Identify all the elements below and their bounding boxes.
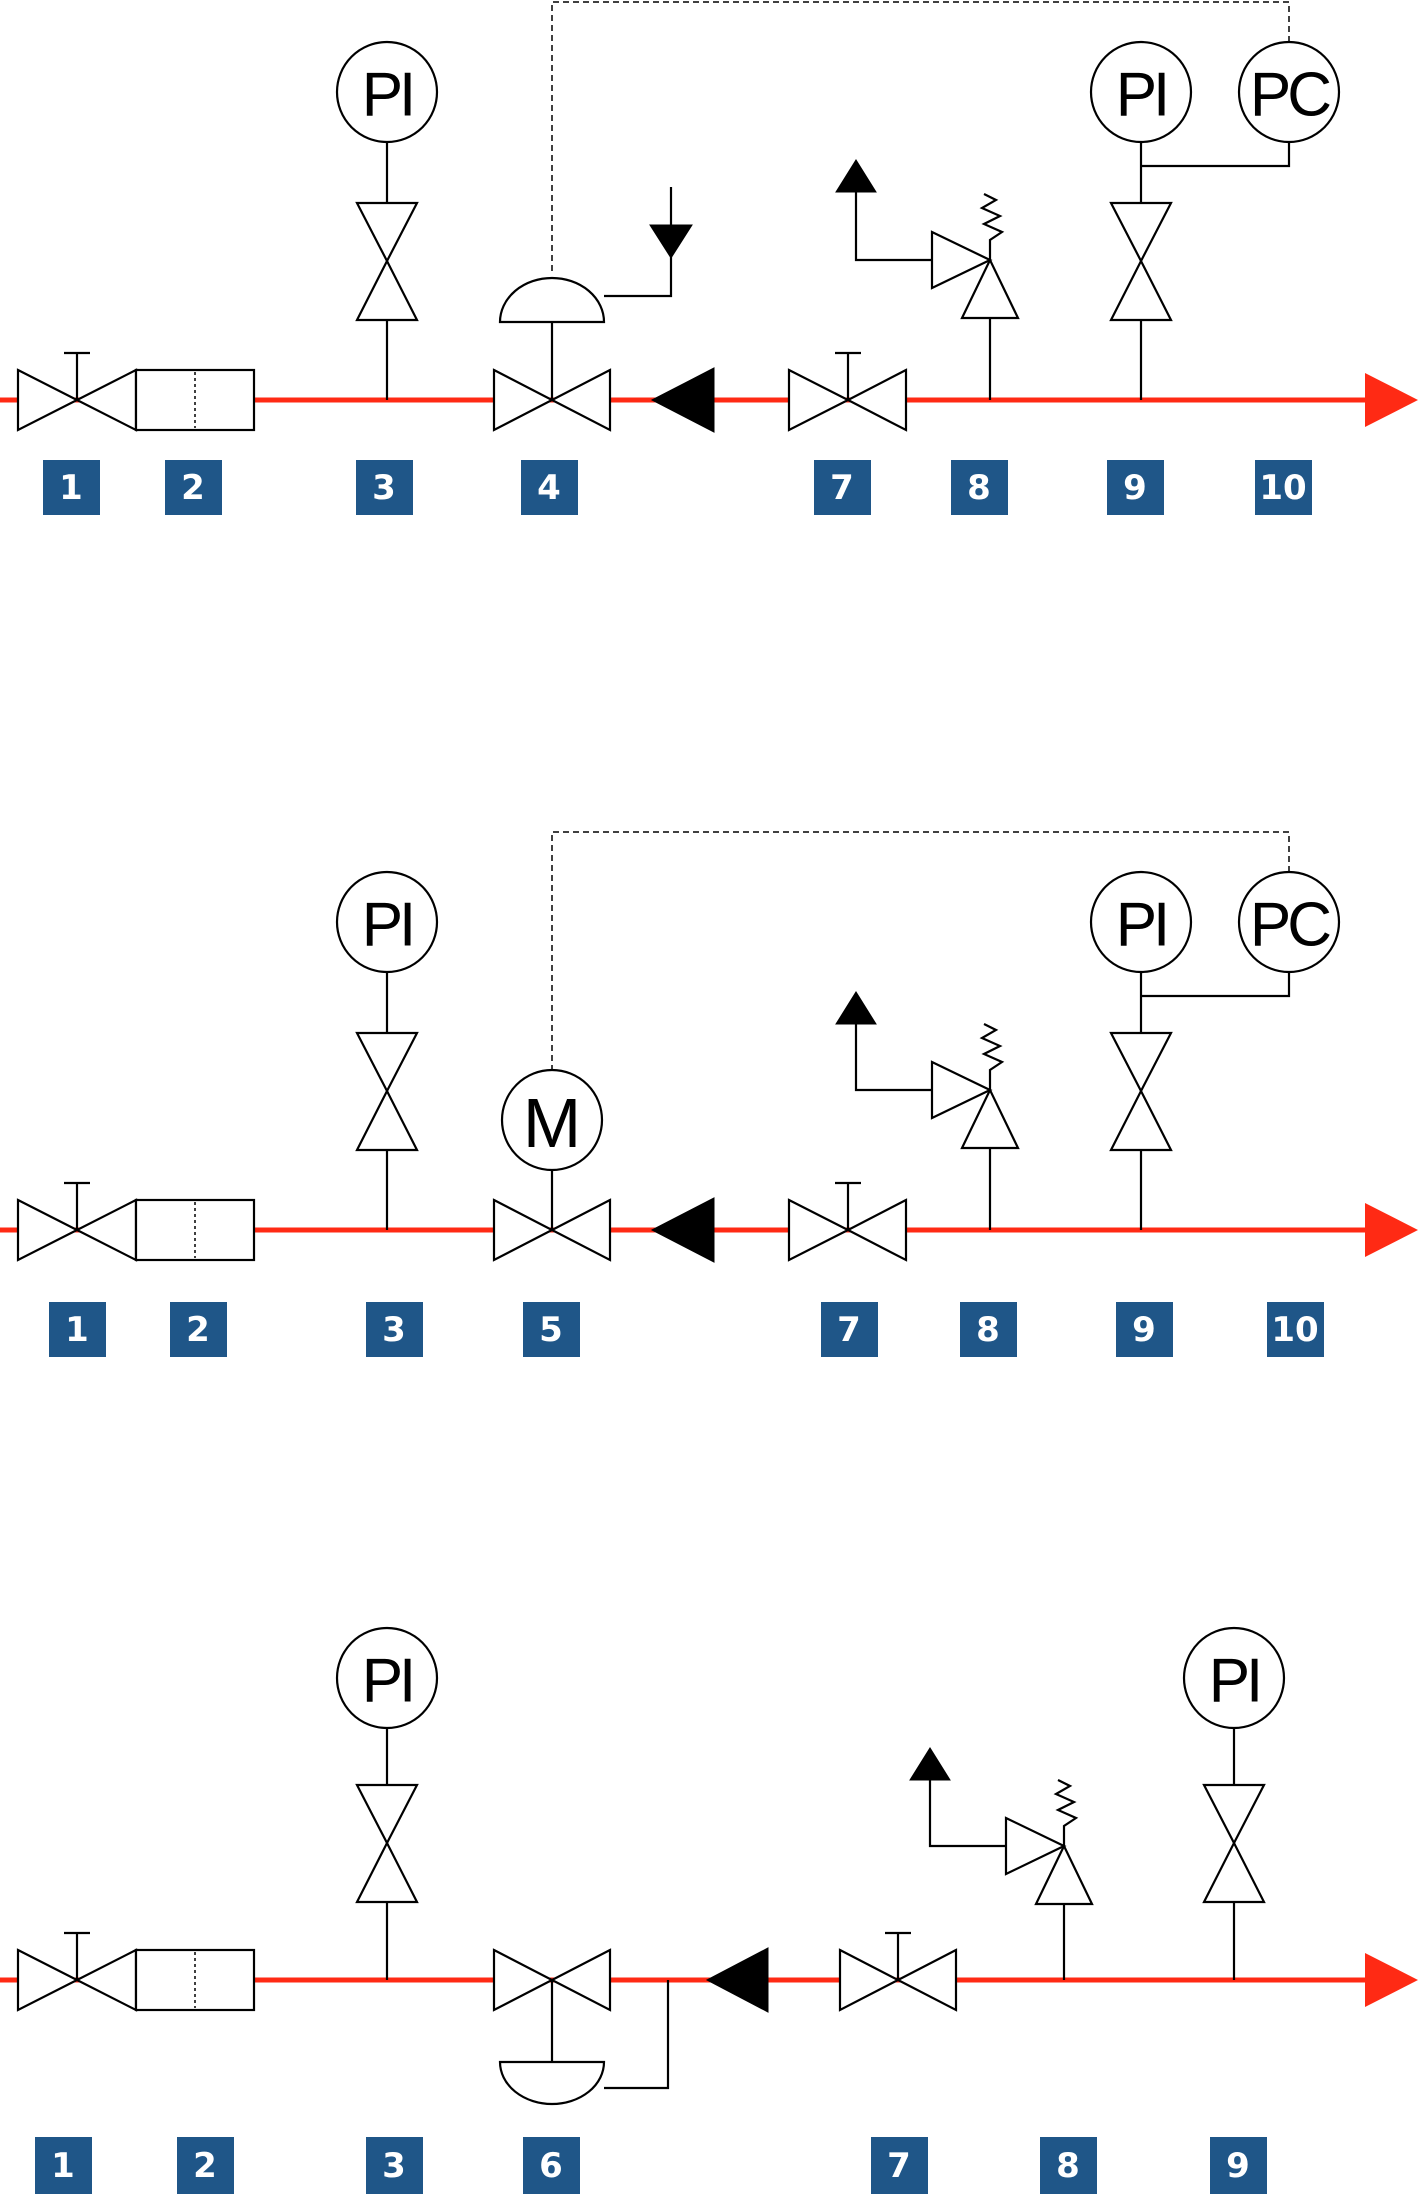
badge-label: 8 xyxy=(976,1310,1000,1350)
pressure-gauge-branch-3: PI xyxy=(335,40,439,400)
pressure-indicator-label: PI xyxy=(1116,61,1167,130)
badge-label: 1 xyxy=(51,2146,75,2186)
pressure-controller-10: PC xyxy=(551,831,1341,1070)
badge-label: 3 xyxy=(382,2146,406,2186)
pressure-gauge-branch-3: PI xyxy=(335,870,439,1230)
badge-row-1: 1 2 3 4 7 8 9 10 xyxy=(43,460,1312,515)
pressure-controller-10: PC xyxy=(551,1,1341,274)
pressure-controller-label: PC xyxy=(1250,61,1330,130)
diaphragm-control-valve-4 xyxy=(492,187,693,432)
spring-icon xyxy=(979,1023,1005,1090)
badge-label: 6 xyxy=(539,2146,563,2186)
check-valve-icon xyxy=(650,1197,715,1263)
pressure-indicator-label: PI xyxy=(1209,1647,1260,1716)
check-valve-icon xyxy=(705,1947,769,2013)
pressure-gauge-branch-9: PI xyxy=(1182,1626,1286,1980)
badge-label: 3 xyxy=(382,1310,406,1350)
flow-arrow-icon xyxy=(1365,1203,1418,1257)
badge-label: 7 xyxy=(837,1310,861,1350)
manual-valve-7 xyxy=(787,1181,908,1262)
spring-icon xyxy=(1053,1779,1079,1846)
badge-label: 5 xyxy=(539,1310,563,1350)
pressure-gauge-branch-9: PI xyxy=(1089,40,1291,400)
badge-label: 2 xyxy=(181,468,205,508)
self-operated-regulator-6 xyxy=(492,1948,670,2106)
badge-label: 1 xyxy=(65,1310,89,1350)
signal-arrow-icon xyxy=(649,224,693,259)
manual-valve-1 xyxy=(16,1931,138,2012)
badge-label: 7 xyxy=(830,468,854,508)
badge-label: 1 xyxy=(59,468,83,508)
flow-arrow-icon xyxy=(1365,1953,1418,2007)
badge-row-2: 1 2 3 5 7 8 9 10 xyxy=(49,1302,1324,1357)
manual-valve-7 xyxy=(787,351,908,432)
manual-valve-1 xyxy=(16,351,138,432)
manual-valve-7 xyxy=(838,1931,958,2012)
badge-label: 9 xyxy=(1132,1310,1156,1350)
badge-row-3: 1 2 3 6 7 8 9 xyxy=(35,2137,1267,2194)
motor-label: M xyxy=(523,1084,581,1162)
pressure-indicator-label: PI xyxy=(362,891,413,960)
badge-label: 2 xyxy=(193,2146,217,2186)
pressure-gauge-branch-9: PI xyxy=(1089,870,1291,1230)
pressure-indicator-label: PI xyxy=(362,1647,413,1716)
manual-valve-1 xyxy=(16,1181,138,1262)
badge-label: 4 xyxy=(537,468,561,508)
badge-label: 10 xyxy=(1259,468,1306,508)
badge-label: 8 xyxy=(967,468,991,508)
badge-label: 9 xyxy=(1226,2146,1250,2186)
badge-label: 8 xyxy=(1056,2146,1080,2186)
pressure-gauge-branch-3: PI xyxy=(335,1626,439,1980)
badge-label: 3 xyxy=(372,468,396,508)
vent-arrow-icon xyxy=(835,991,877,1025)
pressure-indicator-label: PI xyxy=(362,61,413,130)
pressure-indicator-label: PI xyxy=(1116,891,1167,960)
relief-valve-8 xyxy=(835,991,1020,1230)
badge-label: 7 xyxy=(887,2146,911,2186)
pressure-controller-label: PC xyxy=(1250,891,1330,960)
spring-icon xyxy=(979,193,1005,260)
pressure-indicator-icon xyxy=(335,40,439,144)
relief-valve-8 xyxy=(909,1747,1094,1980)
badge-label: 9 xyxy=(1123,468,1147,508)
motor-valve-5: M xyxy=(492,1068,612,1262)
relief-valve-8 xyxy=(835,159,1020,400)
flow-arrow-icon xyxy=(1365,373,1418,427)
vent-arrow-icon xyxy=(909,1747,951,1781)
vent-arrow-icon xyxy=(835,159,877,193)
badge-label: 2 xyxy=(186,1310,210,1350)
badge-label: 10 xyxy=(1271,1310,1318,1350)
